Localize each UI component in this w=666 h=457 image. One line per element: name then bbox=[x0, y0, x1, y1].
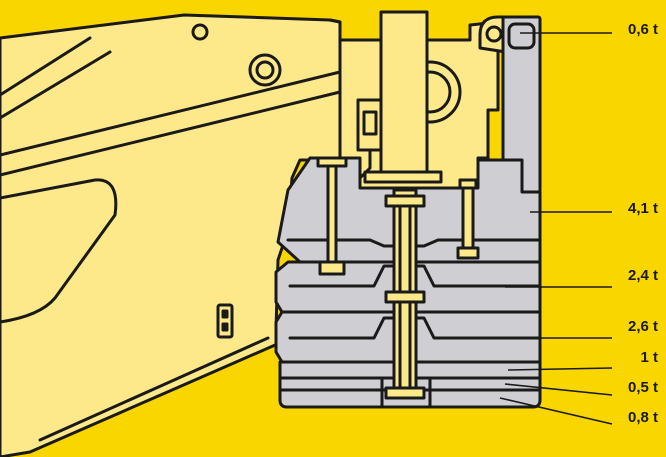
leader-line-plate-2 bbox=[504, 383, 613, 396]
hydraulic-valve-body bbox=[362, 110, 378, 136]
label-top-block: 0,6 t bbox=[627, 21, 658, 38]
central-mast bbox=[379, 10, 429, 176]
label-plate-1: 1 t bbox=[640, 349, 658, 366]
boom-chord bbox=[0, 36, 92, 97]
hinge-pin-icon bbox=[485, 25, 503, 43]
latch-slot-icon bbox=[221, 322, 229, 332]
boom-bottom bbox=[38, 336, 270, 442]
label-plate-2: 0,5 t bbox=[627, 379, 658, 396]
shaft-collar bbox=[384, 194, 426, 208]
boom-lattice bbox=[0, 90, 342, 177]
right-bolt bbox=[461, 186, 475, 252]
left-bolt bbox=[326, 164, 338, 264]
label-slab-1: 2,4 t bbox=[627, 267, 658, 284]
label-slab-2: 2,6 t bbox=[627, 318, 658, 335]
boom-chord bbox=[0, 50, 112, 120]
shaft-collar bbox=[384, 290, 426, 304]
leader-line-plate-3 bbox=[499, 397, 613, 425]
plate-notch bbox=[380, 376, 432, 409]
boom-panel bbox=[0, 178, 118, 324]
latch-slot-icon bbox=[221, 309, 229, 319]
top-block-cap bbox=[507, 22, 536, 50]
leader-line-plate-1 bbox=[507, 367, 613, 371]
pivot-bearing-icon bbox=[248, 53, 282, 87]
label-plate-3: 0,8 t bbox=[627, 409, 658, 426]
shaft-collar bbox=[384, 386, 426, 400]
pivot-bearing-inner-icon bbox=[255, 60, 275, 80]
right-bolt-nut bbox=[456, 246, 480, 260]
left-bolt-nut bbox=[318, 260, 346, 276]
mast-base-plate bbox=[363, 170, 443, 184]
pivot-pin-icon bbox=[191, 23, 209, 41]
boom-lattice bbox=[0, 70, 342, 157]
label-side-block: 4,1 t bbox=[627, 200, 658, 217]
shaft-guide bbox=[398, 204, 412, 390]
hydraulic-line bbox=[358, 148, 372, 180]
